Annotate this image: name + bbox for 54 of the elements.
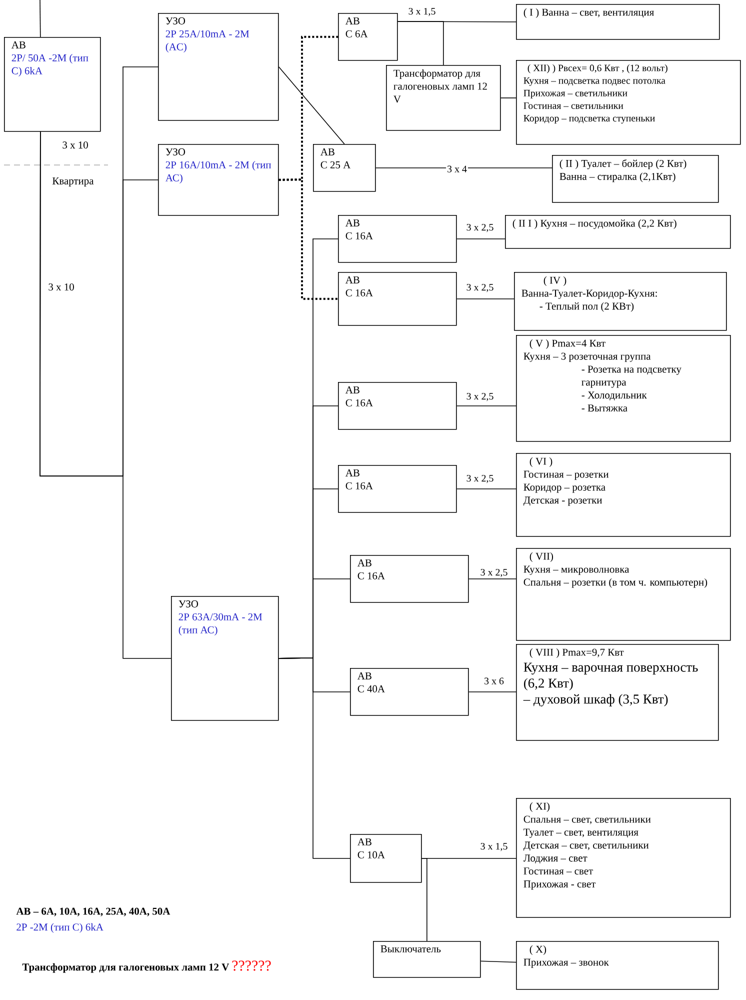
breaker-box: АВ С 25 А	[313, 144, 376, 192]
rcd-box: УЗО 2P 25A/10mA - 2M (AC)	[158, 13, 279, 121]
note-text: АВ – 6А, 10А, 16А, 25А, 40А, 50А	[16, 908, 170, 916]
edge-label: 3 x 1,5	[480, 842, 508, 852]
rcd-box: УЗО 2P 63A/30mA - 2M (тип АС)	[171, 596, 279, 721]
circuit-box: ( VIII ) Pmax=9,7 Квт Кухня – варочная поверхность (6,2 Квт) – духовой шкаф (3,5 Квт)	[516, 644, 719, 741]
breaker-box: АВ С 6А	[338, 13, 398, 61]
switch-box: Выключатель	[373, 941, 481, 978]
breaker-box: АВ С 16А	[338, 382, 457, 430]
edge-label: 3 x 2,5	[466, 392, 494, 402]
circuit-box: ( XI) Спальня – свет, светильники Туалет – свет, вентиляция Детская – свет, светильники Лоджия – свет Гостиная – свет Прихожая - свет	[516, 798, 731, 918]
circuit-box: ( II ) Туалет – бойлер (2 Квт) Ванна – стиралка (2,1Квт)	[552, 155, 719, 203]
circuit-box: ( XII) ) Pвсех= 0,6 Квт , (12 вольт) Кухня – подсветка подвес потолка Прихожая – светильники Гостиная – светильники Коридор – подсветка ступеньки	[516, 60, 741, 145]
connector-line	[468, 578, 516, 580]
cable-label: 3 x 10	[48, 283, 74, 291]
circuit-box: ( VII) Кухня – микроволновка Спальня – розетки (в том ч. компьютерн)	[516, 548, 731, 641]
connector-line	[278, 66, 345, 144]
note-text: Трансформатор для галогеновых ламп 12 V	[22, 963, 230, 973]
connector-line	[397, 21, 444, 66]
connector-line	[40, 131, 172, 659]
edge-label: 3 x 2,5	[466, 284, 494, 292]
edge-label: 3 x 1,5	[408, 8, 436, 16]
connector-line	[456, 488, 516, 490]
circuit-box: ( X) Прихожая – звонок	[516, 941, 719, 990]
connector-line	[456, 298, 514, 300]
breaker-box: АВ С 16А	[338, 215, 457, 263]
question-marks: ??????	[232, 960, 271, 971]
circuit-box: ( II I ) Кухня – посудомойка (2,2 Квт)	[505, 215, 731, 249]
breaker-box: АВ С 16А	[350, 555, 469, 603]
connector-line	[278, 658, 350, 859]
connector-line	[480, 960, 516, 963]
circuit-box: ( VI ) Гостиная – розетки Коридор – розетка Детская - розетки	[516, 453, 731, 537]
connector-line	[456, 238, 506, 240]
circuit-box: ( IV ) Ванна-Туалет-Коридор-Кухня: - Теплый пол (2 КВт)	[514, 272, 727, 331]
edge-label: 3 x 2,5	[466, 474, 494, 484]
section-label: Квартира	[52, 177, 94, 187]
rcd-box: УЗО 2P 16A/10mA - 2M (тип АС)	[158, 144, 279, 216]
edge-label: 3 x 4	[448, 166, 467, 172]
breaker-box: АВ С 10А	[350, 834, 422, 883]
dotted-connector	[278, 178, 338, 300]
circuit-box: ( I ) Ванна – свет, вентиляция	[516, 4, 720, 40]
breaker-box: АВ С 16А	[338, 465, 457, 513]
circuit-box: ( V ) Pmax=4 Квт Кухня – 3 розеточная группа - Розетка на подсветку гарнитура - Холодильник - Вытяжка	[516, 335, 731, 442]
breaker-box: АВ С 16А	[338, 272, 457, 326]
edge-label: 3 x 2,5	[466, 224, 494, 232]
breaker-box: АВ С 40А	[350, 668, 469, 716]
edge-label: 3 x 6	[484, 678, 504, 684]
connector-line	[40, 0, 41, 38]
connector-line	[421, 858, 428, 942]
note-text: 2P -2M (тип С) 6kA	[16, 923, 104, 933]
transformer-box: Трансформатор для галогеновых ламп 12 V	[386, 65, 501, 131]
cable-label: 3 x 10	[62, 141, 88, 149]
edge-label: 3 x 2,5	[480, 568, 508, 578]
breaker-box: АВ 2P/ 50A -2M (тип C) 6kA	[4, 37, 101, 132]
